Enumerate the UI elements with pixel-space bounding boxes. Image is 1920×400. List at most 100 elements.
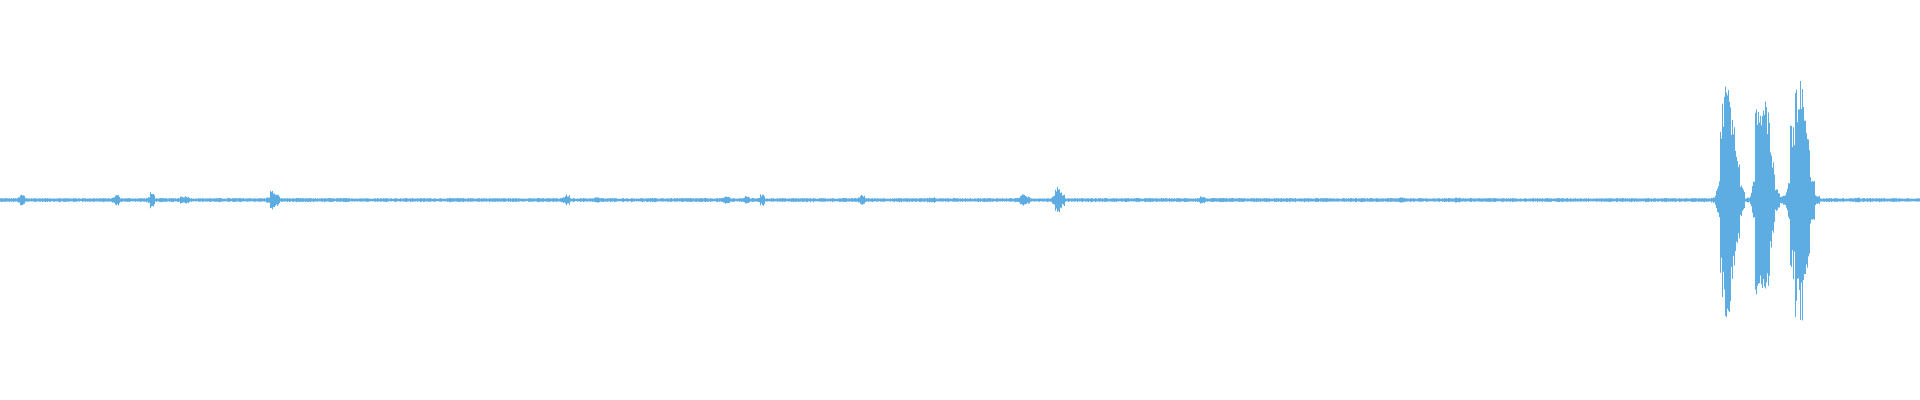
waveform-column <box>945 198 946 202</box>
waveform-column <box>780 198 781 202</box>
waveform-column <box>1165 198 1166 202</box>
waveform-column <box>1463 198 1464 202</box>
waveform-column <box>1582 198 1583 202</box>
waveform-column <box>392 198 393 202</box>
waveform-column <box>248 198 249 202</box>
waveform-column <box>1129 198 1130 202</box>
waveform-column <box>1813 181 1814 220</box>
waveform-column <box>1286 198 1287 203</box>
waveform-column <box>682 198 683 202</box>
waveform-column <box>824 198 825 202</box>
waveform-column <box>547 198 548 202</box>
waveform-column <box>788 198 789 202</box>
waveform-column <box>1732 119 1733 279</box>
waveform-column <box>219 198 220 203</box>
waveform-column <box>442 198 443 202</box>
waveform-column <box>1404 197 1405 203</box>
waveform-column <box>320 198 321 202</box>
waveform-column <box>503 198 504 202</box>
waveform-column <box>238 198 239 202</box>
waveform-column <box>1134 198 1135 202</box>
waveform-column <box>1021 195 1022 205</box>
waveform-column <box>1280 198 1281 202</box>
waveform-column <box>1724 96 1725 290</box>
waveform-column <box>1396 198 1397 202</box>
waveform-column <box>1782 196 1783 204</box>
waveform-column <box>1428 198 1429 202</box>
waveform-column <box>1542 198 1543 202</box>
waveform-column <box>1614 198 1615 202</box>
waveform-column <box>55 198 56 202</box>
waveform-column <box>878 198 879 202</box>
waveform-column <box>1481 198 1482 202</box>
waveform-column <box>850 198 851 202</box>
waveform-column <box>1238 198 1239 202</box>
waveform-column <box>1672 198 1673 202</box>
waveform-column <box>252 198 253 202</box>
waveform-column <box>602 198 603 202</box>
waveform-column <box>701 198 702 202</box>
waveform-column <box>427 198 428 202</box>
waveform-column <box>938 198 939 202</box>
waveform-column <box>860 196 861 204</box>
waveform-column <box>505 198 506 202</box>
waveform-column <box>188 196 189 204</box>
waveform-column <box>1226 198 1227 202</box>
waveform-column <box>1438 198 1439 202</box>
waveform-column <box>17 198 18 202</box>
waveform-column <box>1819 195 1820 205</box>
waveform-column <box>21 194 22 206</box>
waveform-column <box>1243 198 1244 202</box>
waveform-column <box>472 198 473 202</box>
waveform-column <box>948 198 949 202</box>
waveform-column <box>725 196 726 204</box>
waveform-column <box>1723 126 1724 272</box>
waveform-column <box>143 198 144 202</box>
waveform-column <box>27 198 28 202</box>
waveform-column <box>38 198 39 202</box>
waveform-column <box>299 198 300 202</box>
waveform-column <box>1354 198 1355 202</box>
waveform-column <box>1510 198 1511 202</box>
waveform-column <box>1617 198 1618 202</box>
waveform-column <box>913 198 914 202</box>
waveform-column <box>1762 116 1763 288</box>
waveform-column <box>233 198 234 202</box>
waveform-column <box>805 198 806 202</box>
waveform-column <box>1581 198 1582 202</box>
waveform-column <box>36 198 37 202</box>
waveform-column <box>1793 127 1794 280</box>
waveform-column <box>1325 198 1326 202</box>
waveform-column <box>563 197 564 203</box>
waveform-column <box>1541 198 1542 202</box>
waveform-column <box>1434 198 1435 202</box>
waveform-column <box>1085 198 1086 202</box>
waveform-column <box>549 198 550 203</box>
waveform-column <box>239 198 240 202</box>
waveform-column <box>1797 122 1798 279</box>
waveform-column <box>940 198 941 202</box>
waveform-column <box>1015 198 1016 203</box>
waveform-column <box>1036 198 1037 202</box>
waveform-column <box>630 198 631 202</box>
waveform-column <box>1579 198 1580 202</box>
waveform-column <box>1185 198 1186 202</box>
waveform-column <box>134 198 135 202</box>
waveform-column <box>1321 198 1322 202</box>
waveform-column <box>1183 198 1184 202</box>
waveform-column <box>1694 198 1695 202</box>
waveform-column <box>546 198 547 202</box>
waveform-column <box>40 198 41 202</box>
waveform-column <box>1590 198 1591 202</box>
waveform-column <box>1526 198 1527 202</box>
waveform-column <box>1852 198 1853 202</box>
waveform-column <box>838 198 839 202</box>
waveform-column <box>586 198 587 202</box>
waveform-column <box>1485 198 1486 202</box>
waveform-column <box>1716 190 1717 208</box>
waveform-column <box>1016 198 1017 202</box>
waveform-column <box>1683 198 1684 202</box>
waveform-column <box>1553 198 1554 202</box>
waveform-column <box>133 198 134 202</box>
waveform-column <box>1465 198 1466 202</box>
